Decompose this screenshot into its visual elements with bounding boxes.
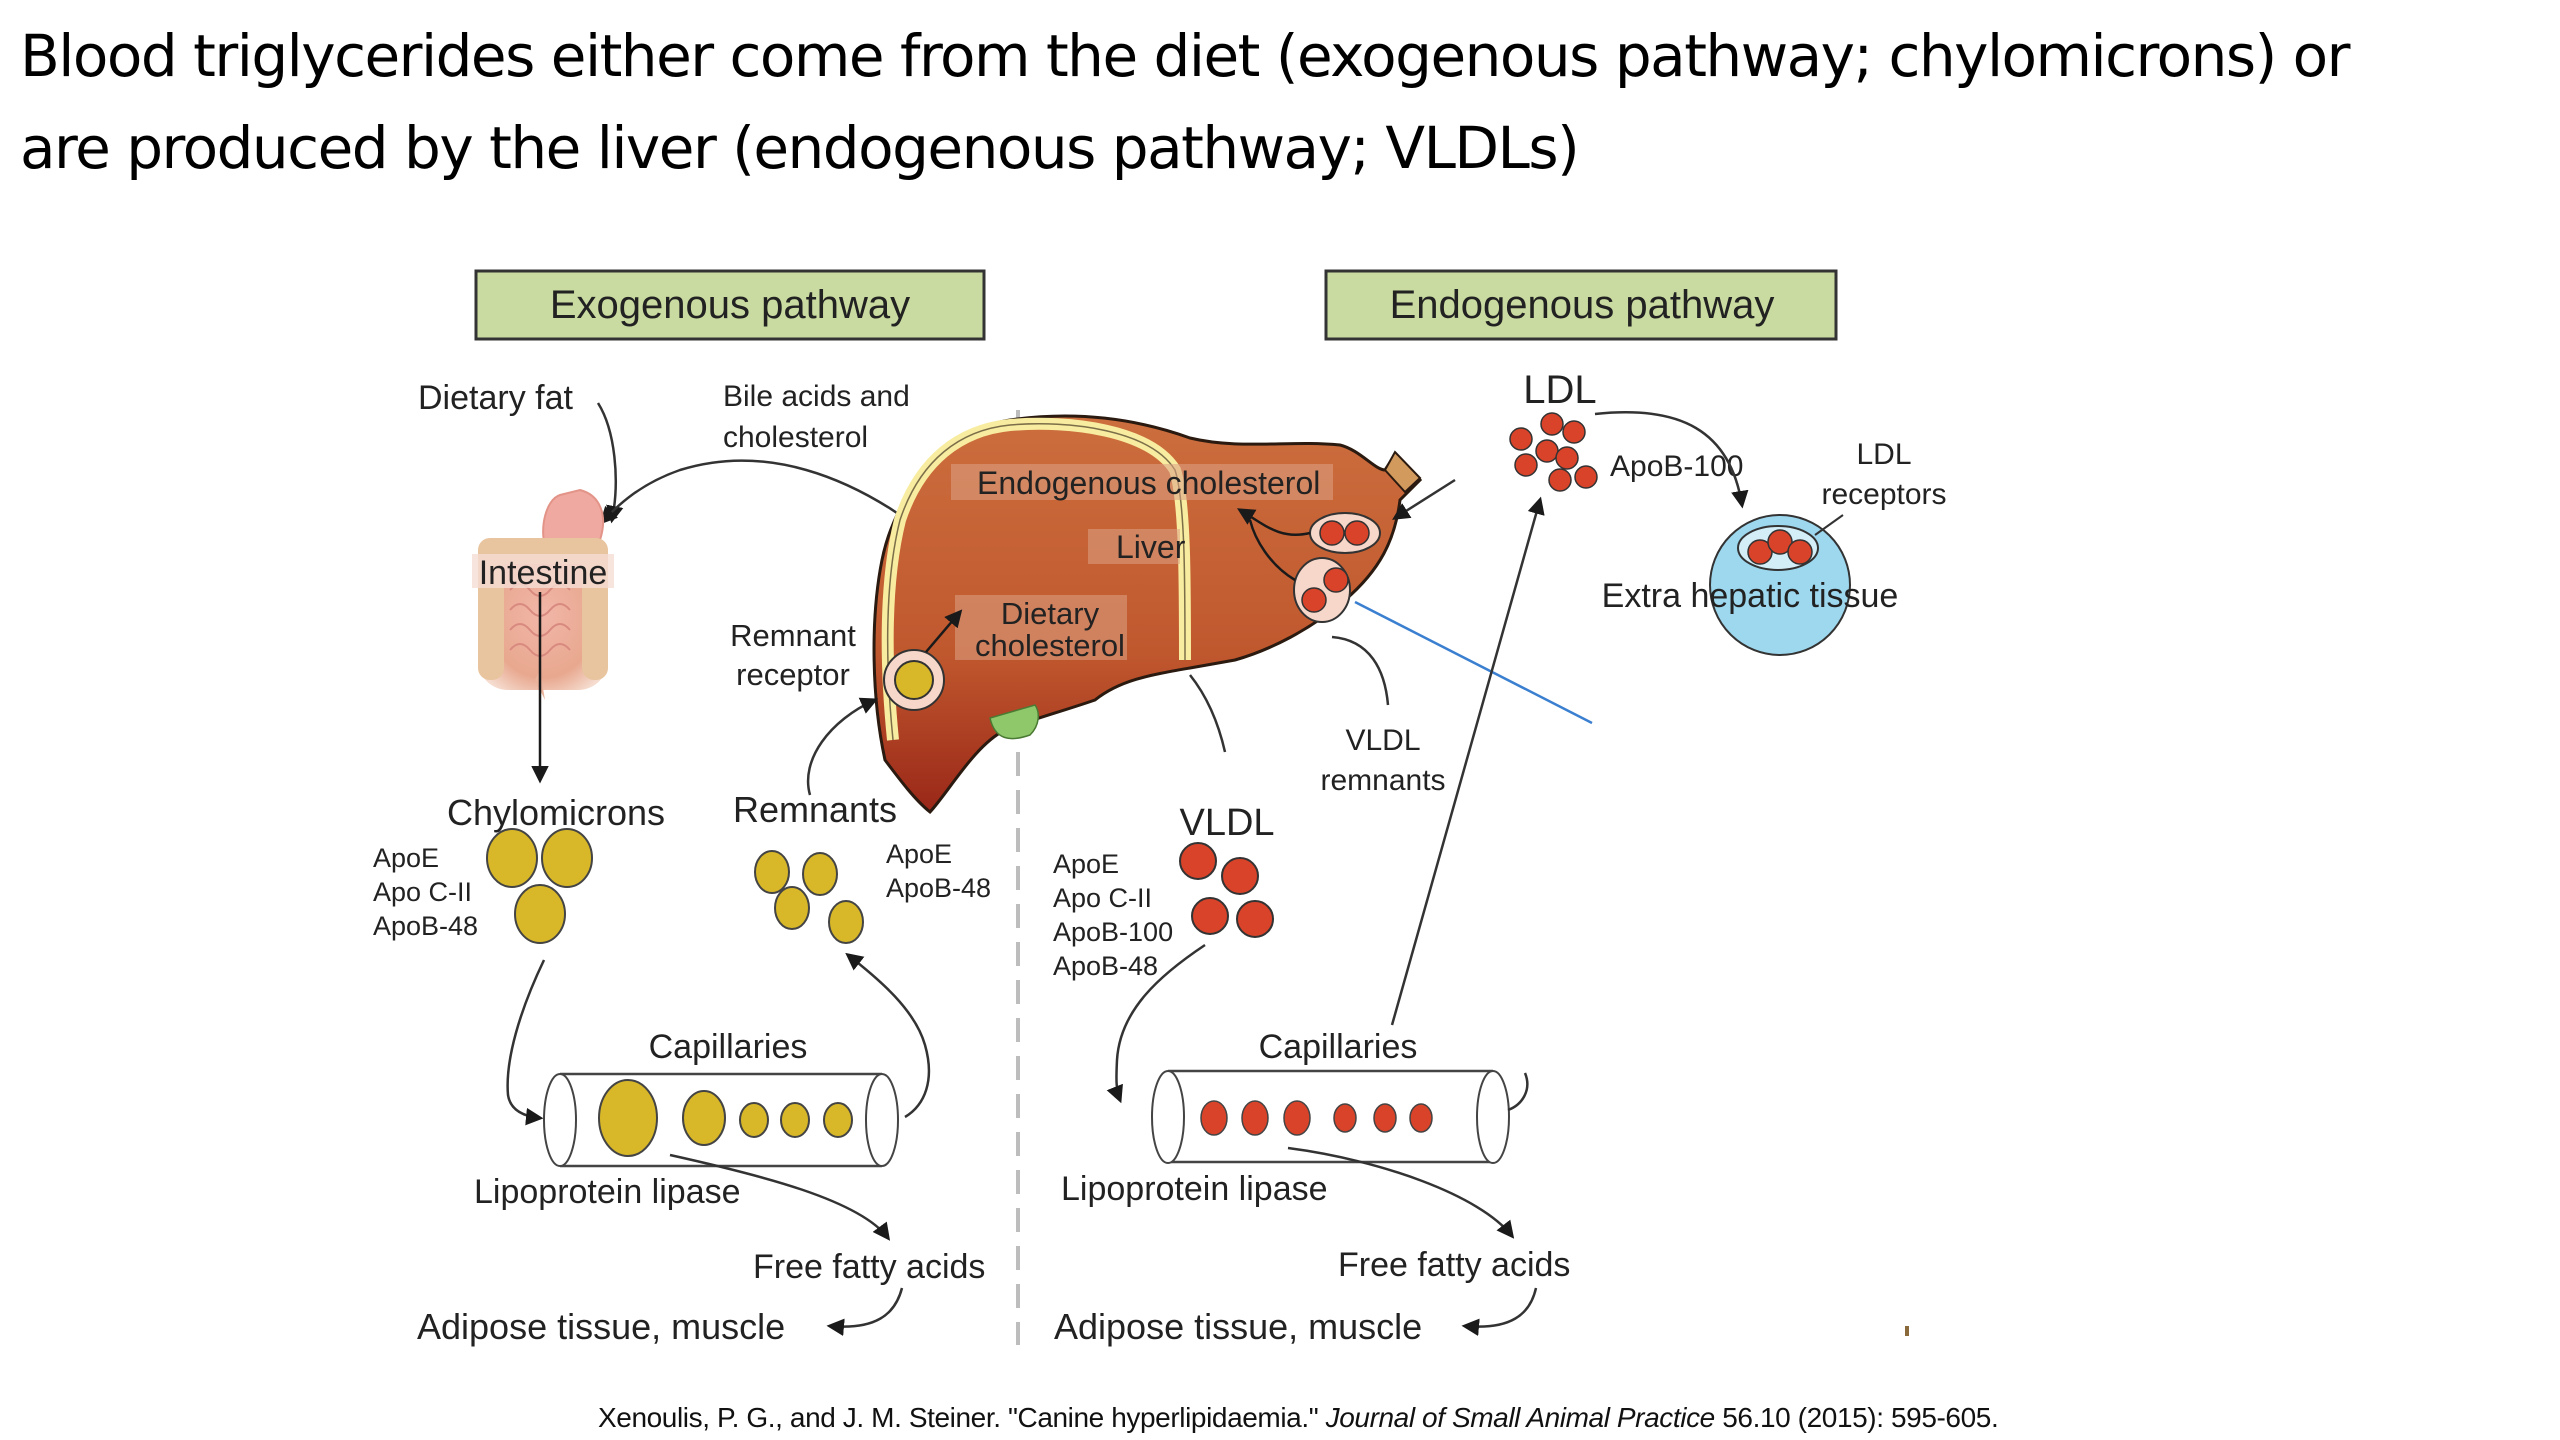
- remnant-receptor-label-line-2: receptor: [736, 657, 850, 692]
- exogenous-header: Exogenous pathway: [474, 269, 986, 341]
- ldl-receptor-to-cholesterol-arrow: [1236, 508, 1311, 536]
- slide-title: Blood triglycerides either come from the…: [20, 10, 2550, 194]
- chylomicron-apo-item: ApoE: [373, 843, 439, 873]
- vldl-label: VLDL: [1179, 802, 1274, 844]
- endogenous-cholesterol-label-bg: [951, 464, 1333, 500]
- exogenous-header-label: Exogenous pathway: [550, 283, 910, 327]
- blue-annotation-line: [1354, 600, 1593, 725]
- vldl-remnants-label-line-1: VLDL: [1345, 724, 1420, 757]
- chylomicron-apo-list: ApoE Apo C-II ApoB-48: [373, 843, 478, 941]
- citation: Xenoulis, P. G., and J. M. Steiner. "Can…: [598, 1402, 1999, 1434]
- remnant-receptor: [883, 649, 945, 711]
- ldl-to-extrahepatic-arrow: [1594, 411, 1749, 509]
- dietary-fat-arrow: [596, 402, 624, 524]
- vldl-apo-item: Apo C-II: [1053, 883, 1152, 913]
- remnants-to-receptor-arrow: [806, 697, 879, 796]
- endogenous-lipoprotein-lipase-label: Lipoprotein lipase: [1061, 1170, 1328, 1208]
- exogenous-capillary-tube: [543, 1072, 899, 1168]
- intestine-label-bg: [472, 554, 614, 588]
- citation-journal: Journal of Small Animal Practice: [1325, 1402, 1716, 1433]
- endogenous-header-label: Endogenous pathway: [1390, 283, 1775, 327]
- remnants-label: Remnants: [733, 789, 897, 830]
- slide-title-line-2: are produced by the liver (endogenous pa…: [20, 114, 1580, 182]
- endogenous-cholesterol-label: Endogenous cholesterol: [977, 465, 1320, 501]
- extrahepatic-tissue: [1709, 514, 1851, 656]
- intestine-label: Intestine: [479, 554, 608, 592]
- chylomicron-particles: [486, 828, 593, 944]
- liver-label: Liver: [1116, 529, 1186, 565]
- remnant-receptor-label-line-1: Remnant: [730, 618, 856, 653]
- liver-to-vldl-path: [1189, 674, 1227, 753]
- vldl-apo-item: ApoB-48: [1053, 951, 1158, 981]
- chylomicron-apo-item: ApoB-48: [373, 911, 478, 941]
- liver-label-bg: [1088, 529, 1180, 564]
- bile-acids-arrow: [599, 459, 941, 546]
- intestine-illustration: [478, 488, 608, 700]
- remnant-apo-list: ApoE ApoB-48: [886, 839, 991, 903]
- dietary-cholesterol-label-bg: [955, 595, 1127, 660]
- remnant-apo-item: ApoB-48: [886, 873, 991, 903]
- exogenous-adipose-label: Adipose tissue, muscle: [417, 1306, 785, 1347]
- endogenous-ffa-to-adipose-arrow: [1461, 1287, 1538, 1336]
- endogenous-lpl-to-ffa-arrow: [1287, 1146, 1515, 1239]
- vldl-to-capillaries-arrow: [1106, 943, 1206, 1104]
- vldl-particles: [1179, 842, 1274, 938]
- vldl-apo-item: ApoB-100: [1053, 917, 1173, 947]
- remnant-receptor-to-cholesterol-path: [1248, 519, 1296, 582]
- liver-remnant-receptor: [1293, 557, 1351, 623]
- ldl-label: LDL: [1523, 368, 1596, 412]
- extrahepatic-tissue-label: Extra hepatic tissue: [1602, 577, 1899, 615]
- liver-illustration: [872, 414, 1423, 815]
- dietary-cholesterol-label-line-1: Dietary: [1001, 596, 1100, 631]
- dietary-cholesterol-label-line-2: cholesterol: [975, 628, 1125, 663]
- remnant-apo-item: ApoE: [886, 839, 952, 869]
- ldl-receptors-label-line-1: LDL: [1856, 438, 1911, 471]
- chylomicrons-to-capillaries-arrow: [506, 959, 546, 1126]
- endogenous-free-fatty-acids-label: Free fatty acids: [1338, 1246, 1570, 1284]
- ldl-apo-label: ApoB-100: [1610, 450, 1743, 483]
- vldl-apo-list: ApoE Apo C-II ApoB-100 ApoB-48: [1053, 849, 1173, 981]
- chylomicron-apo-item: Apo C-II: [373, 877, 472, 907]
- endogenous-capillary-tube: [1151, 1069, 1510, 1164]
- exogenous-lpl-to-ffa-arrow: [669, 1153, 891, 1241]
- ldl-receptors-label-line-2: receptors: [1821, 478, 1946, 511]
- bile-acids-label-line-1: Bile acids and: [723, 380, 910, 413]
- vldl-apo-item: ApoE: [1053, 849, 1119, 879]
- exogenous-lipoprotein-lipase-label: Lipoprotein lipase: [474, 1173, 741, 1211]
- citation-authors-title: Xenoulis, P. G., and J. M. Steiner. "Can…: [598, 1402, 1326, 1433]
- exogenous-ffa-to-adipose-arrow: [826, 1287, 904, 1336]
- slide-title-line-1: Blood triglycerides either come from the…: [20, 22, 2350, 90]
- capillaries-to-remnants-arrow: [845, 952, 931, 1119]
- liver-ldl-receptor: [1309, 512, 1381, 554]
- capillaries-to-ldl-arrow: [1390, 496, 1545, 1026]
- citation-details: 56.10 (2015): 595-605.: [1714, 1402, 1999, 1433]
- endogenous-capillary-exit-path: [1507, 1072, 1529, 1112]
- vldl-remnants-pointer: [1331, 635, 1390, 706]
- chylomicrons-label: Chylomicrons: [447, 792, 665, 833]
- bile-acids-label-line-2: cholesterol: [723, 421, 868, 454]
- exogenous-capillaries-label: Capillaries: [649, 1028, 808, 1066]
- remnant-to-dietary-cholesterol-arrow: [925, 609, 963, 653]
- exogenous-free-fatty-acids-label: Free fatty acids: [753, 1248, 985, 1286]
- stray-mark: [1905, 1326, 1909, 1336]
- remnant-particles: [754, 850, 864, 944]
- dietary-fat-label: Dietary fat: [418, 379, 573, 417]
- endogenous-capillaries-label: Capillaries: [1259, 1028, 1418, 1066]
- endogenous-header: Endogenous pathway: [1324, 269, 1838, 341]
- vldl-remnants-label-line-2: remnants: [1320, 764, 1445, 797]
- endogenous-adipose-label: Adipose tissue, muscle: [1054, 1306, 1422, 1347]
- ldl-particles: [1509, 412, 1598, 492]
- ldl-to-liver-dashed-arrow: [1392, 478, 1456, 520]
